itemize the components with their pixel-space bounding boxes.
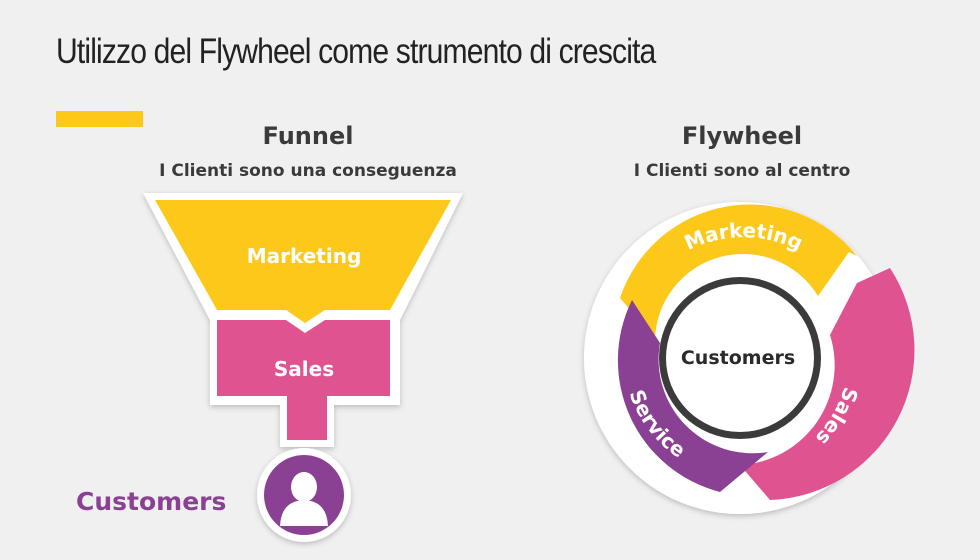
flywheel-service-segment [617, 300, 768, 492]
flywheel-sales-segment [740, 268, 915, 500]
funnel-sales-segment [217, 320, 390, 440]
funnel-subheading: I Clienti sono una conseguenza [159, 161, 457, 181]
flywheel-subheading: I Clienti sono al centro [633, 161, 851, 181]
slide-title: Utilizzo del Flywheel come strumento di … [56, 32, 656, 71]
center-circle [666, 284, 814, 432]
funnel-heading: Funnel [262, 122, 354, 150]
accent-bar [56, 111, 143, 127]
funnel: Marketing Sales [143, 193, 463, 542]
flywheel: Customers Marketing Sales Service [584, 202, 915, 514]
user-icon [280, 472, 328, 526]
flywheel-marketing-segment [620, 204, 857, 339]
funnel-outcome-label: Customers [76, 487, 227, 516]
funnel-marketing-segment [155, 200, 451, 323]
flywheel-heading: Flywheel [681, 122, 803, 150]
flywheel-center-label: Customers [681, 347, 795, 369]
funnel-sales-label: Sales [274, 357, 334, 381]
funnel-marketing-label: Marketing [247, 244, 362, 268]
